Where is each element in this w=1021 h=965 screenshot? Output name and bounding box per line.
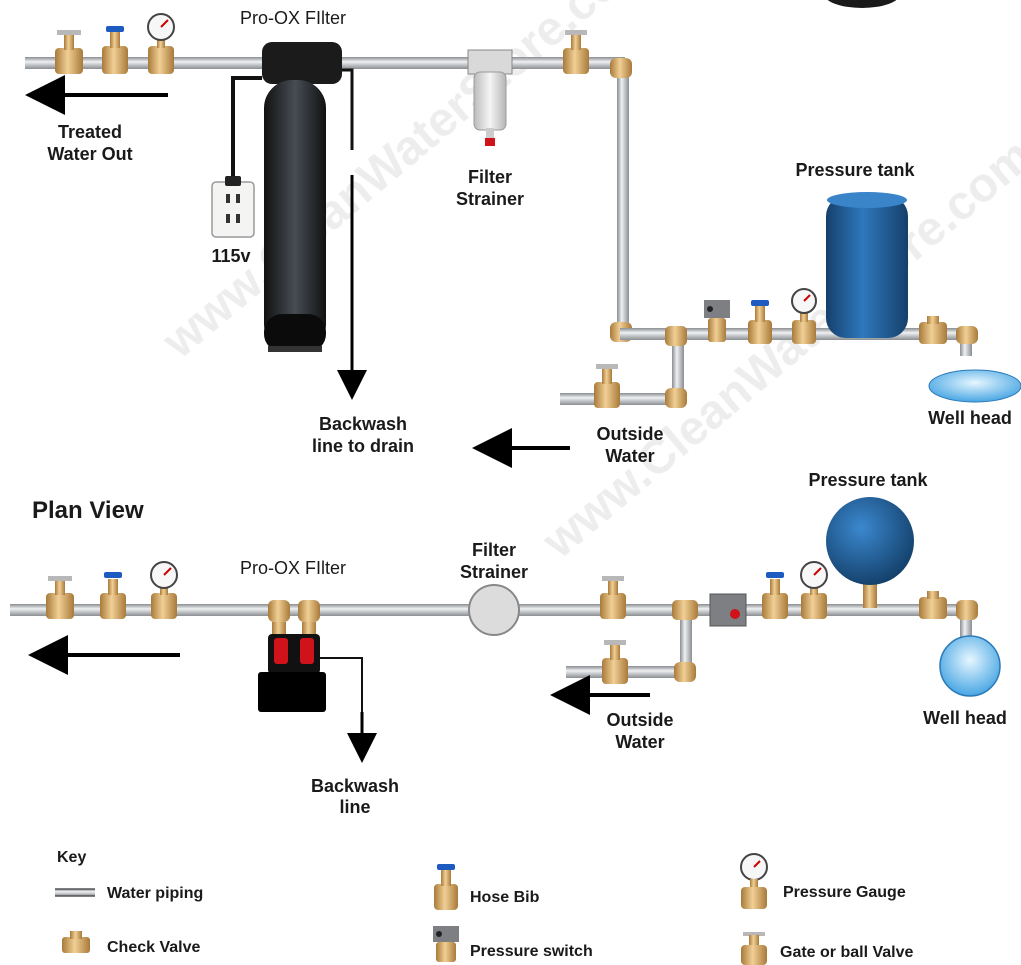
electrical-outlet: [211, 176, 255, 238]
outside-water-label-2: Water: [605, 446, 654, 466]
key-check-valve: Check Valve: [107, 939, 201, 956]
strainer-label-1: Filter: [472, 540, 516, 560]
key-hose-bib: Hose Bib: [470, 889, 540, 906]
key-title: Key: [57, 849, 86, 866]
backwash-label-1: Backwash: [311, 776, 399, 796]
treated-out-label-2: Water Out: [47, 144, 132, 164]
legend-key: Key Water piping Check Valve Hose Bib Pr…: [55, 849, 914, 965]
well-head: [939, 635, 1001, 697]
gate-valve: [594, 364, 620, 408]
key-gate-valve: Gate or ball Valve: [780, 944, 914, 961]
well-head: [928, 369, 1021, 403]
strainer-label-2: Strainer: [460, 562, 528, 582]
pressure-switch: [709, 593, 747, 627]
plan-view: Plan View Pro-OX FIlter: [10, 470, 1007, 817]
filter-strainer: [468, 584, 520, 636]
strainer-label-1: Filter: [468, 167, 512, 187]
elbow-fitting: [665, 388, 687, 408]
pressure-tank-label: Pressure tank: [808, 470, 928, 490]
outside-water-label-2: Water: [615, 732, 664, 752]
watermark-text-2: www.CleanWaterStore.com: [532, 129, 1021, 569]
pressure-gauge: [150, 561, 178, 619]
pressure-gauge: [800, 561, 828, 619]
gate-valve: [55, 30, 83, 74]
backwash-label-1: Backwash: [319, 414, 407, 434]
hose-bib: [102, 26, 128, 74]
key-water-piping: Water piping: [107, 885, 203, 902]
pressure-switch: [704, 300, 730, 342]
backwash-label-2: line to drain: [312, 436, 414, 456]
pressure-tank: [826, 497, 914, 608]
tee-fitting: [672, 600, 698, 620]
key-pressure-switch: Pressure switch: [470, 943, 593, 960]
riser-pipe: [617, 62, 629, 334]
key-pressure-switch-icon: [433, 926, 459, 962]
pressure-gauge: [147, 13, 175, 74]
gate-valve: [600, 576, 626, 619]
key-gate-valve-icon: [741, 932, 767, 965]
backwash-tube: [342, 68, 354, 150]
elbow-fitting: [956, 600, 978, 620]
strainer-label-2: Strainer: [456, 189, 524, 209]
key-pressure-gauge: Pressure Gauge: [783, 884, 906, 901]
filter-label: Pro-OX FIlter: [240, 8, 346, 28]
key-pressure-gauge-icon: [740, 853, 768, 909]
elbow-fitting: [674, 662, 696, 682]
check-valve: [919, 591, 947, 619]
branch-pipe: [680, 612, 692, 672]
gate-valve: [46, 576, 74, 619]
elbow-fitting: [956, 326, 978, 344]
outside-water-label-1: Outside: [606, 710, 673, 730]
hose-bib: [748, 300, 772, 344]
elbow-fitting: [610, 58, 632, 78]
well-head-label: Well head: [928, 408, 1012, 428]
outside-water-label-1: Outside: [596, 424, 663, 444]
gate-valve: [563, 30, 589, 74]
hose-bib: [100, 572, 126, 619]
pro-ox-filter-head: [258, 600, 326, 712]
cropped-object: [827, 0, 897, 8]
power-cord: [231, 76, 262, 180]
well-head-label: Well head: [923, 708, 1007, 728]
filter-label: Pro-OX FIlter: [240, 558, 346, 578]
key-check-valve-icon: [62, 931, 90, 953]
pressure-gauge: [791, 288, 817, 344]
hose-bib: [762, 572, 788, 619]
voltage-label: 115v: [211, 246, 250, 266]
key-water-piping-icon: [55, 888, 95, 897]
pressure-tank-label: Pressure tank: [795, 160, 915, 180]
check-valve: [919, 316, 947, 344]
pro-ox-filter: [262, 42, 342, 352]
treated-out-label-1: Treated: [58, 122, 122, 142]
backwash-tube: [320, 657, 363, 712]
tee-fitting: [665, 326, 687, 346]
branch-pipe: [672, 338, 684, 400]
gate-valve: [602, 640, 628, 684]
backwash-label-2: line: [339, 797, 370, 817]
key-hose-bib-icon: [434, 864, 458, 910]
filter-strainer: [467, 49, 513, 146]
elevation-view: Treated Water Out Pro-OX FIlter 115v Bac…: [25, 8, 1021, 468]
plan-view-title: Plan View: [32, 497, 144, 524]
pressure-tank: [826, 192, 908, 338]
